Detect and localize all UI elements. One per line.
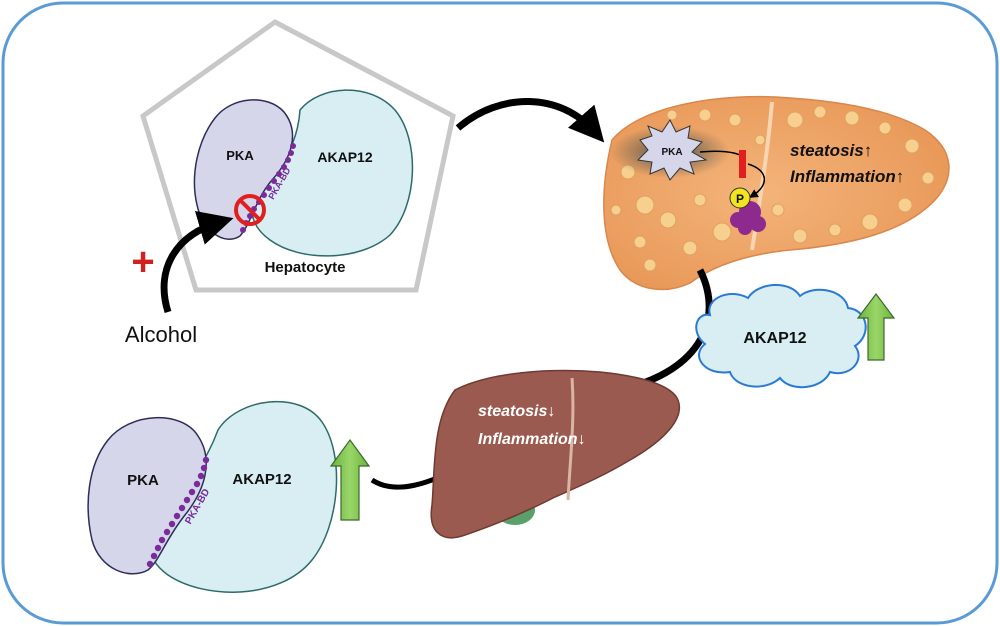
phospho-label: P — [736, 192, 744, 206]
arrow-to-fatty-liver — [455, 98, 605, 143]
plus-icon: + — [131, 240, 154, 284]
fatty-steatosis-label: steatosis↑ — [790, 141, 872, 160]
inhibit-bar-red — [739, 150, 746, 178]
healthy-liver-shape — [430, 369, 681, 539]
fatty-pka-label: PKA — [661, 147, 682, 158]
fatty-liver: PKA P steatosis↑ Inflammation↑ — [603, 95, 950, 291]
fatty-inflammation-label: Inflammation↑ — [790, 167, 904, 186]
phospho-badge — [729, 187, 751, 209]
healthy-liver: steatosis↓ Inflammation↓ — [430, 369, 681, 539]
up-arrow-icon-right — [856, 293, 896, 361]
panel1-pka-label: PKA — [226, 148, 254, 163]
pka-akap-complex-panel: PKA AKAP12 PKA-BD — [87, 400, 338, 593]
fat-droplets — [610, 105, 935, 272]
healthy-steatosis-label: steatosis↓ — [478, 403, 555, 420]
pka-starburst — [636, 119, 708, 181]
akap12-cloud: AKAP12 — [695, 283, 867, 389]
pka-shape-2 — [87, 416, 207, 575]
no-binding-icon — [234, 194, 266, 226]
panel1-akap-label: AKAP12 — [317, 149, 372, 165]
alcohol-arrow — [160, 211, 234, 314]
alcohol-label: Alcohol — [125, 322, 197, 347]
healthy-inflammation-label: Inflammation↓ — [478, 431, 586, 448]
healthy-liver-ligament — [566, 377, 575, 501]
pka-bd-beads-2 — [146, 456, 210, 568]
up-arrow-icon-left — [329, 438, 371, 521]
cloud-shape — [695, 283, 867, 389]
alcohol-trigger: + Alcohol — [125, 211, 234, 347]
panel2-akap-label: AKAP12 — [232, 471, 291, 488]
hepatocyte-label: Hepatocyte — [265, 259, 346, 276]
panel2-pka-label: PKA — [127, 472, 159, 489]
cloud-akap-label: AKAP12 — [743, 330, 806, 347]
phospho-arrow — [747, 163, 765, 198]
